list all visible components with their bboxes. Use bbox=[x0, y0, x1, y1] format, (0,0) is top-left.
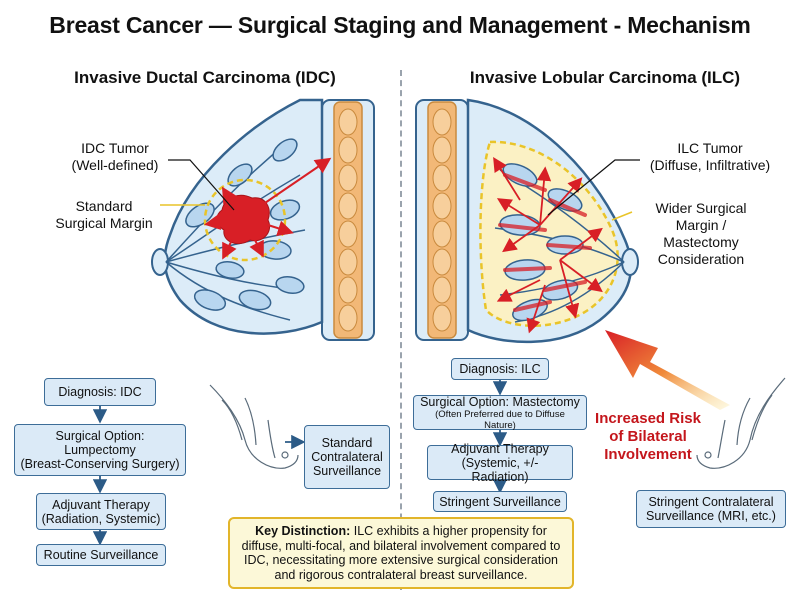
ilc-surveillance-text: Stringent Surveillance bbox=[439, 494, 561, 509]
idc-surgical-line2: Lumpectomy bbox=[64, 443, 136, 457]
idc-adjuvant-box: Adjuvant Therapy (Radiation, Systemic) bbox=[36, 493, 166, 530]
idc-contralateral-line3: Surveillance bbox=[312, 464, 382, 478]
idc-tumor-label-line2: (Well-defined) bbox=[71, 157, 159, 173]
ilc-tumor-label: ILC Tumor (Diffuse, Infiltrative) bbox=[640, 140, 780, 174]
bilateral-risk-line2: of Bilateral bbox=[609, 428, 687, 445]
ilc-diagnosis-text: Diagnosis: ILC bbox=[459, 362, 541, 376]
key-distinction-text: ILC exhibits a higher propensity for dif… bbox=[241, 524, 561, 582]
key-distinction-lead: Key Distinction: bbox=[255, 524, 351, 538]
ilc-adjuvant-line2: (Systemic, +/- Radiation) bbox=[461, 455, 539, 484]
idc-contralateral-box: Standard Contralateral Surveillance bbox=[304, 425, 390, 489]
ilc-margin-label-line2: Margin / bbox=[675, 217, 727, 233]
bilateral-risk-label: Increased Risk of Bilateral Involvement bbox=[592, 410, 704, 464]
ilc-margin-label-line4: Consideration bbox=[657, 251, 745, 267]
ilc-surgical-note: (Often Preferred due to Diffuse Nature) bbox=[435, 408, 565, 431]
ilc-surgical-main: Surgical Option: Mastectomy bbox=[420, 394, 580, 409]
idc-breast bbox=[151, 98, 375, 341]
ilc-breast bbox=[415, 98, 730, 410]
contralateral-breast-left bbox=[209, 384, 299, 469]
idc-tumor-label: IDC Tumor (Well-defined) bbox=[60, 140, 170, 174]
idc-adjuvant-line2: (Radiation, Systemic) bbox=[41, 511, 161, 526]
ilc-heading: Invasive Lobular Carcinoma (ILC) bbox=[469, 68, 741, 87]
ilc-adjuvant-line1: Adjuvant Therapy bbox=[451, 441, 549, 456]
idc-heading: Invasive Ductal Carcinoma (IDC) bbox=[74, 68, 336, 87]
ilc-surgical-box: Surgical Option: Mastectomy (Often Prefe… bbox=[413, 394, 587, 431]
contralateral-breast-right bbox=[696, 377, 786, 469]
idc-surgical-line1: Surgical Option: bbox=[55, 429, 145, 443]
ilc-contralateral-line2: Surveillance (MRI, etc.) bbox=[646, 509, 776, 523]
idc-margin-label-line1: Standard bbox=[75, 198, 133, 214]
ilc-margin-label: Wider Surgical Margin / Mastectomy Consi… bbox=[636, 200, 766, 268]
ilc-adjuvant-box: Adjuvant Therapy (Systemic, +/- Radiatio… bbox=[427, 441, 573, 484]
idc-contralateral-line2: Contralateral bbox=[311, 450, 383, 464]
ilc-tumor-label-line2: (Diffuse, Infiltrative) bbox=[649, 157, 771, 173]
idc-surveillance-text: Routine Surveillance bbox=[43, 548, 159, 562]
ilc-tumor-label-line1: ILC Tumor bbox=[677, 140, 743, 156]
center-divider bbox=[400, 70, 402, 590]
idc-tumor-label-line1: IDC Tumor bbox=[81, 140, 149, 156]
idc-margin-label: Standard Surgical Margin bbox=[45, 198, 163, 232]
ilc-surveillance-box: Stringent Surveillance bbox=[433, 491, 567, 512]
idc-adjuvant-line1: Adjuvant Therapy bbox=[52, 497, 150, 512]
ilc-contralateral-line1: Stringent Contralateral bbox=[648, 495, 774, 509]
idc-surveillance-box: Routine Surveillance bbox=[36, 544, 166, 566]
ilc-margin-label-line3: Mastectomy bbox=[663, 234, 739, 250]
idc-margin-label-line2: Surgical Margin bbox=[55, 215, 153, 231]
ilc-contralateral-box: Stringent Contralateral Surveillance (MR… bbox=[636, 490, 786, 528]
bilateral-risk-line3: Involvement bbox=[604, 446, 692, 463]
key-distinction-box: Key Distinction: ILC exhibits a higher p… bbox=[228, 517, 574, 589]
idc-diagnosis-text: Diagnosis: IDC bbox=[58, 385, 142, 399]
bilateral-risk-line1: Increased Risk bbox=[595, 410, 701, 427]
ilc-diagnosis-box: Diagnosis: ILC bbox=[451, 358, 549, 380]
idc-surgical-box: Surgical Option: Lumpectomy (Breast-Cons… bbox=[14, 424, 186, 476]
ilc-margin-label-line1: Wider Surgical bbox=[655, 200, 747, 216]
idc-contralateral-line1: Standard bbox=[321, 436, 373, 450]
idc-diagnosis-box: Diagnosis: IDC bbox=[44, 378, 156, 406]
idc-surgical-line3: (Breast-Conserving Surgery) bbox=[20, 457, 180, 471]
page-title: Breast Cancer — Surgical Staging and Man… bbox=[49, 12, 751, 38]
